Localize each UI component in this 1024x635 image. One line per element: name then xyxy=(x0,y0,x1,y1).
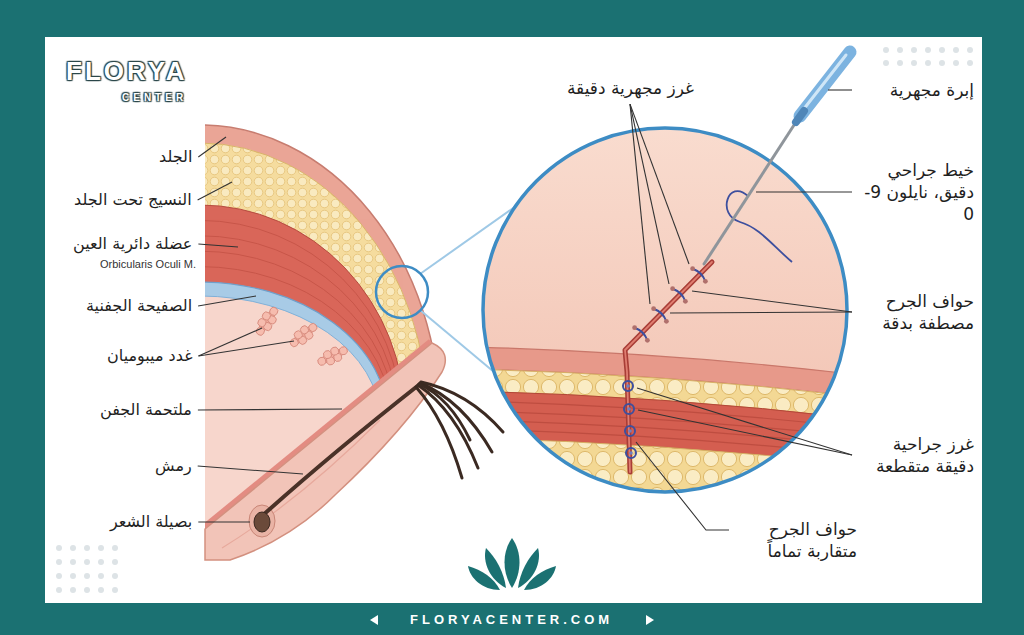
part-label: ملتحمة الجفن xyxy=(100,400,192,421)
part-label: رمش xyxy=(155,456,192,477)
leader-line xyxy=(630,104,650,304)
incision-edge xyxy=(625,262,712,472)
callout-label: غرز جراحية دقيقة متقطعة xyxy=(858,433,974,477)
meibomian-gland xyxy=(315,342,350,370)
website-url: FLORYACENTER.COM xyxy=(410,612,613,629)
leader-line xyxy=(630,104,669,284)
leader-line xyxy=(638,410,852,455)
suture-punctures xyxy=(632,266,708,342)
leader-line xyxy=(198,244,238,247)
arrow-mark xyxy=(646,615,654,625)
inner-tissue xyxy=(20,296,380,544)
micro-sutures xyxy=(635,269,706,341)
hair-bulb xyxy=(254,512,270,532)
leader-line xyxy=(692,291,852,312)
leader-line xyxy=(199,341,295,356)
magnifier-ring xyxy=(483,128,847,492)
zoom-marker xyxy=(376,266,428,318)
suture-knots xyxy=(626,384,633,455)
part-label: غدد ميبوميان xyxy=(107,346,193,367)
leader-line xyxy=(198,521,250,522)
leader-line xyxy=(637,388,852,455)
logo-wordmark: FLORYA xyxy=(66,55,188,89)
logo-subtitle: CENTER xyxy=(122,91,187,104)
needle-holder xyxy=(800,52,850,116)
callout-label: غرز مجهرية دقيقة xyxy=(567,77,694,99)
leader-line xyxy=(670,312,852,313)
logo-emblem xyxy=(468,538,556,590)
needle-holder-tip xyxy=(796,111,804,122)
suture-thread xyxy=(727,191,792,262)
part-label: النسيج تحت الجلد xyxy=(74,190,192,211)
arrow-mark xyxy=(370,615,378,625)
leader-line xyxy=(828,89,852,90)
leader-line xyxy=(198,409,342,410)
meibomian-gland xyxy=(252,304,282,339)
callout-label: حواف الجرح مصطفة بدقة xyxy=(858,290,974,334)
panel xyxy=(45,37,982,603)
micro-needle xyxy=(704,122,796,264)
part-label: عضلة دائرية العين xyxy=(73,234,192,255)
leader-line xyxy=(198,296,256,306)
incision xyxy=(625,262,712,472)
eyelashes xyxy=(416,382,503,478)
dot-grid xyxy=(52,541,122,597)
dot-grid xyxy=(879,43,977,69)
latin-name: Orbicularis Oculi M. xyxy=(100,257,196,271)
magnified-view xyxy=(470,125,860,500)
leader-line xyxy=(198,182,232,200)
callout-label: حواف الجرح متقاربة تماماً xyxy=(735,518,857,562)
callout-label: إبرة مجهرية xyxy=(858,79,974,101)
leader-line xyxy=(199,328,263,356)
needle-holder-highlight xyxy=(803,55,846,110)
part-label: بصيلة الشعر xyxy=(110,512,192,533)
callout-label: خيط جراحي دقيق، نايلون 9-0 xyxy=(858,159,974,225)
lid-margin-tissue xyxy=(205,343,445,560)
hair-shaft xyxy=(262,384,420,516)
interrupted-sutures xyxy=(623,381,636,458)
leader-line xyxy=(198,137,226,157)
part-label: الصفيحة الجفنية xyxy=(86,296,192,317)
fat-layer xyxy=(0,143,428,635)
leader-line xyxy=(198,466,303,474)
part-label: الجلد xyxy=(159,147,192,168)
leader-line xyxy=(756,191,852,192)
leader-line xyxy=(636,442,729,530)
meibomian-gland xyxy=(286,319,320,351)
